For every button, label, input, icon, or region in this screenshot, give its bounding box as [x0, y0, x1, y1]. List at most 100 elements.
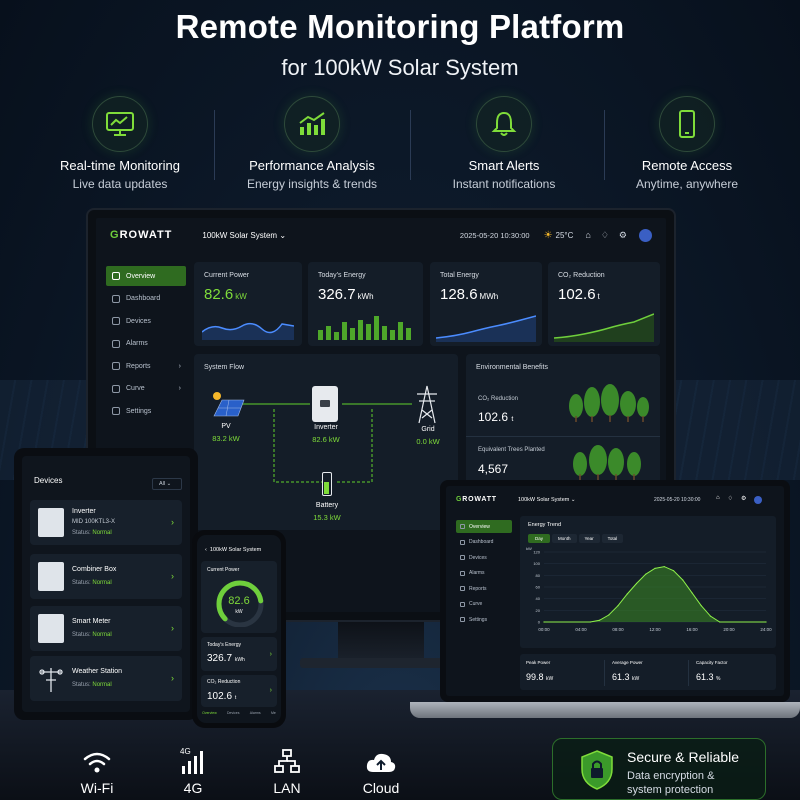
tab-overview[interactable]: Overview [202, 711, 217, 715]
avatar[interactable] [639, 228, 652, 242]
signal-4g-icon: 4G [158, 744, 228, 774]
inverter-label: Inverter [314, 424, 338, 431]
monitor-chart-icon [92, 96, 148, 152]
x-tick-label: 16:00 [686, 627, 698, 632]
feature-remote: Remote Access Anytime, anywhere [587, 96, 787, 191]
tab-devices[interactable]: Devices [227, 711, 240, 715]
filter-dropdown[interactable]: All ⌄ [152, 478, 182, 490]
weather: ☀25°C [543, 229, 574, 241]
feature-sub: Instant notifications [452, 177, 556, 191]
y-tick-label: 120 [533, 550, 540, 555]
panel-title: Energy Trend [528, 522, 562, 528]
stat-value: 99.8 kW [526, 672, 554, 682]
bell-icon [476, 96, 532, 152]
nav-alarms[interactable]: Alarms [106, 334, 186, 354]
y-axis-unit: kW [526, 546, 532, 551]
phone-current-power-card: Current Power 82.6 kW [201, 561, 277, 633]
devices-title: Devices [34, 476, 63, 485]
range-total[interactable]: Total [601, 534, 624, 543]
alarm-icon [112, 339, 120, 348]
nav-curve[interactable]: Curve [456, 598, 512, 611]
avatar[interactable] [754, 496, 763, 504]
tab-me[interactable]: Me [270, 711, 276, 715]
nav-reports[interactable]: Reports› [106, 356, 186, 376]
nav-overview[interactable]: Overview [106, 266, 186, 286]
range-year[interactable]: Year [578, 534, 600, 543]
gear-icon[interactable]: ⚙ [618, 229, 627, 240]
connectivity-wifi: Wi-Fi [62, 744, 132, 796]
range-month[interactable]: Month [552, 534, 577, 543]
device-row-weather-station[interactable]: Weather Station Status: Normal › [30, 656, 182, 701]
nav-devices[interactable]: Devices [456, 551, 512, 564]
connectivity-label: 4G [183, 780, 203, 796]
flow-lines [240, 403, 412, 483]
devices-icon [112, 317, 120, 325]
sparkline-co2 [554, 313, 654, 342]
device-row-inverter[interactable]: Inverter MID 100KTL3-X Status: Normal › [30, 500, 182, 545]
gear-icon[interactable]: ⚙ [741, 496, 747, 502]
page-subtitle: for 100kW Solar System [281, 55, 519, 80]
data-point [765, 621, 767, 623]
stat-value: 61.3 kW [612, 672, 640, 682]
data-point [617, 605, 619, 607]
range-day[interactable]: Day [528, 534, 551, 543]
inverter-value: 82.6 kW [312, 435, 340, 444]
y-tick-label: 20 [536, 608, 541, 613]
device-name: Smart Meter [72, 618, 111, 625]
phone-header[interactable]: ‹ 100kW Solar System [205, 547, 262, 553]
curve-icon [460, 601, 465, 607]
connectivity-label: Cloud [362, 780, 400, 796]
tab-alarms[interactable]: Alarms [249, 711, 261, 715]
weather-station-icon [38, 664, 64, 693]
nav-curve[interactable]: Curve› [106, 379, 186, 399]
data-point [691, 592, 693, 594]
overview-icon [460, 524, 465, 529]
power-gauge [216, 580, 264, 627]
nav-overview[interactable]: Overview [456, 520, 512, 533]
nav-settings[interactable]: Settings [456, 613, 512, 626]
divider [214, 110, 215, 180]
nav-dashboard[interactable]: Dashboard [456, 536, 512, 549]
y-tick-label: 80 [536, 573, 541, 578]
solar-panel-icon [210, 390, 246, 418]
x-tick-label: 12:00 [649, 627, 661, 632]
device-row-smart-meter[interactable]: Smart Meter Status: Normal › [30, 606, 182, 651]
system-selector[interactable]: 100kW Solar System ⌄ [202, 230, 287, 240]
data-point [682, 579, 684, 581]
reports-icon [460, 586, 465, 591]
stat-label: Average Power [612, 660, 643, 665]
bell-icon[interactable]: ♢ [600, 229, 609, 240]
data-point [645, 573, 647, 575]
nav-devices[interactable]: Devices [106, 311, 186, 331]
wifi-icon [62, 744, 132, 774]
phone-co2-card: CO₂ Reduction 102.6 t › [201, 675, 277, 707]
device-row-combiner[interactable]: Combiner Box Status: Normal › [30, 554, 182, 599]
shield-lock-icon [579, 749, 615, 796]
divider [410, 110, 411, 180]
card-title: Total Energy [440, 272, 479, 279]
chevron-down-icon: ⌄ [279, 230, 287, 240]
home-icon[interactable]: ⌂ [716, 495, 720, 501]
device-status: Status: Normal [72, 632, 112, 638]
curve-icon [112, 384, 120, 393]
bell-icon[interactable]: ♢ [727, 496, 734, 502]
laptop-screen: GROWATT 100kW Solar System ⌄ 2025-05-20 … [446, 486, 784, 696]
data-point [626, 593, 628, 595]
growatt-logo: GROWATT [110, 229, 173, 241]
pv-value: 83.2 kW [212, 434, 240, 443]
nav-alarms[interactable]: Alarms [456, 567, 512, 580]
nav-dashboard[interactable]: Dashboard [106, 289, 186, 309]
back-icon[interactable]: ‹ [205, 547, 207, 553]
nav-reports[interactable]: Reports [456, 582, 512, 595]
dashboard-icon [112, 294, 120, 303]
chevron-right-icon: › [171, 571, 174, 581]
nav-settings[interactable]: Settings [106, 401, 186, 421]
system-selector[interactable]: 100kW Solar System ⌄ [518, 497, 576, 503]
env-co2-label: CO₂ Reduction [478, 396, 519, 402]
home-icon[interactable]: ⌂ [585, 230, 591, 240]
svg-text:4G: 4G [180, 747, 191, 756]
